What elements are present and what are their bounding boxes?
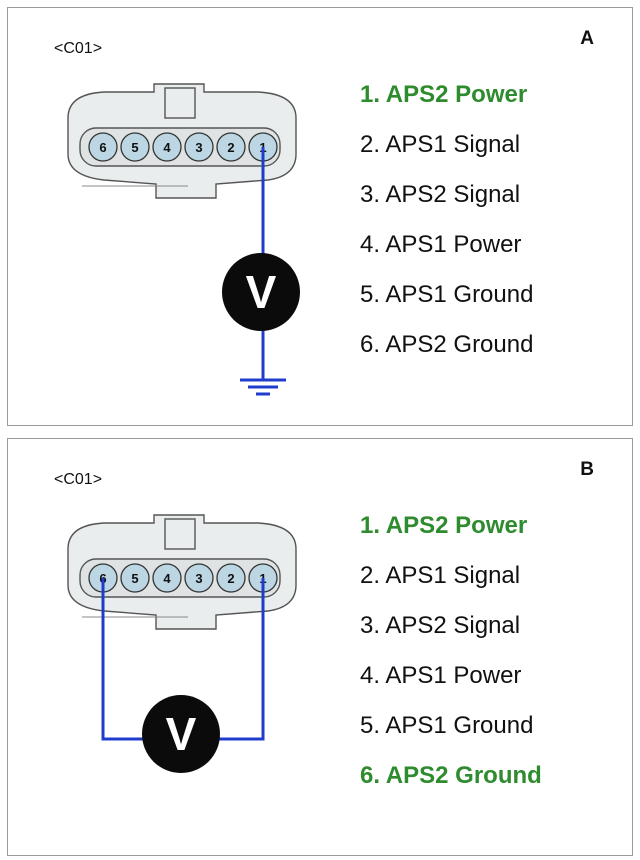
pin-label-2: 2 — [227, 571, 234, 586]
pin-item-6: 6. APS2 Ground — [360, 762, 542, 789]
pin-3 — [184, 563, 214, 593]
connector-label: <C01> — [54, 471, 103, 488]
pin-function-list: 1. APS2 Power 2. APS1 Signal 3. APS2 Sig… — [360, 511, 542, 811]
pin-item-6: 6. APS2 Ground — [360, 331, 534, 358]
pin-item-2: 2. APS1 Signal — [360, 131, 521, 158]
pin-label-5: 5 — [131, 140, 138, 155]
pin-item-3: 3. APS2 Signal — [360, 181, 521, 208]
panel-letter: A — [580, 28, 594, 49]
pin-6 — [88, 132, 118, 162]
pin-5 — [120, 132, 150, 162]
pin-label-6: 6 — [99, 140, 106, 155]
pin-label-4: 4 — [163, 571, 171, 586]
pin-label-2: 2 — [227, 140, 234, 155]
pin-item-5: 5. APS1 Ground — [360, 281, 534, 308]
voltmeter-icon: V — [222, 253, 300, 331]
pin-function-list: 1. APS2 Power 2. APS1 Signal 3. APS2 Sig… — [360, 80, 533, 380]
pin-item-3: 3. APS2 Signal — [360, 612, 521, 639]
pin-item-4: 4. APS1 Power — [360, 231, 522, 258]
pin-label-3: 3 — [195, 571, 202, 586]
connector-label: <C01> — [54, 40, 103, 57]
pin-item-5: 5. APS1 Ground — [360, 712, 534, 739]
wire-pin6-to-meter — [101, 578, 148, 741]
meter-symbol: V — [246, 266, 277, 318]
pin-label-3: 3 — [195, 140, 202, 155]
voltmeter-icon: V — [142, 695, 220, 773]
wire-meter-to-pin1 — [214, 578, 265, 741]
ground-icon — [240, 378, 286, 396]
pin-2 — [216, 563, 246, 593]
pin-item-1: 1. APS2 Power — [360, 81, 528, 108]
pin-2 — [216, 132, 246, 162]
pin-item-2: 2. APS1 Signal — [360, 562, 521, 589]
pin-label-4: 4 — [163, 140, 171, 155]
connector-latch — [164, 87, 196, 119]
pin-item-1: 1. APS2 Power — [360, 512, 528, 539]
connector-latch — [164, 518, 196, 550]
meter-symbol: V — [166, 708, 197, 760]
pin-item-4: 4. APS1 Power — [360, 662, 522, 689]
pin-3 — [184, 132, 214, 162]
pin-4 — [152, 132, 182, 162]
pin-label-5: 5 — [131, 571, 138, 586]
pin-5 — [120, 563, 150, 593]
pin-4 — [152, 563, 182, 593]
panel-letter: B — [580, 459, 594, 480]
